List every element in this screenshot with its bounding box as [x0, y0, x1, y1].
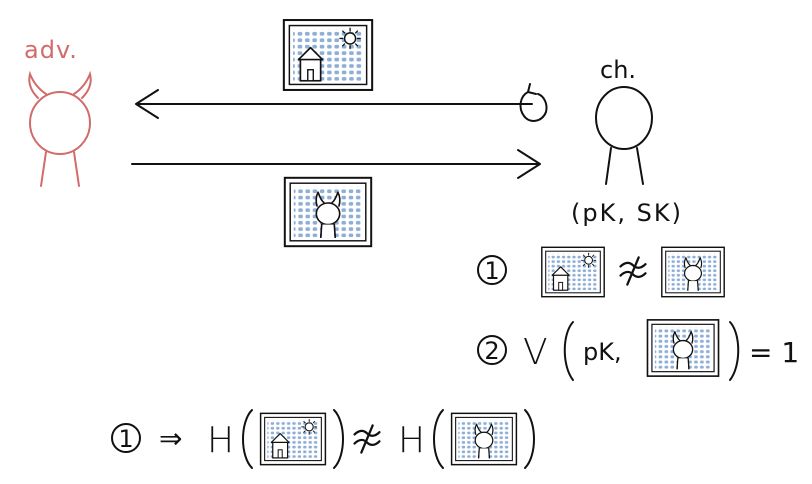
challenger-label: ch.	[600, 56, 636, 84]
arrow-to-adversary	[135, 89, 533, 119]
condition-1-circle	[477, 255, 507, 285]
challenger-figure	[595, 86, 653, 185]
implies-symbol: ⇒	[159, 422, 182, 455]
arrow-to-challenger	[131, 149, 541, 179]
hash-house-image	[259, 412, 327, 466]
adversary-body	[40, 151, 80, 187]
verify-open-paren	[563, 321, 574, 381]
challenge-image	[282, 18, 374, 92]
condition-1-house-image	[541, 246, 605, 298]
condition-2-marker: 2	[484, 337, 499, 365]
condition-2-circle	[477, 335, 507, 365]
conclusion-marker: 1	[118, 425, 133, 453]
conclusion-circle	[111, 423, 141, 453]
adversary-left-horn-icon	[28, 70, 47, 99]
hash-left-close-paren	[333, 409, 344, 469]
verify-key: pK,	[583, 338, 622, 366]
keys-label: (pK, SK)	[571, 199, 683, 227]
hash-left-open-paren	[242, 409, 253, 469]
verify-devil-image	[646, 319, 720, 377]
verify-result: = 1	[749, 336, 799, 369]
hash-function-right: H	[398, 420, 425, 461]
hash-devil-image	[450, 412, 518, 466]
adversary-figure	[28, 70, 92, 187]
adversary-label: adv.	[24, 36, 78, 64]
challenger-body	[605, 147, 644, 185]
verify-function: V	[523, 332, 548, 373]
adversary-right-horn-icon	[73, 70, 92, 99]
forged-image	[283, 176, 373, 248]
hash-right-open-paren	[433, 409, 444, 469]
adversary-head	[29, 91, 91, 155]
hash-right-close-paren	[524, 409, 535, 469]
verify-close-paren	[729, 321, 740, 381]
condition-1-devil-image	[661, 246, 725, 298]
challenger-head	[595, 86, 653, 150]
rotate-arrow-icon	[519, 83, 548, 122]
conclusion-not-similar-icon	[353, 424, 381, 454]
not-similar-icon	[619, 256, 647, 286]
hash-function-left: H	[207, 420, 234, 461]
condition-1-marker: 1	[484, 257, 499, 285]
